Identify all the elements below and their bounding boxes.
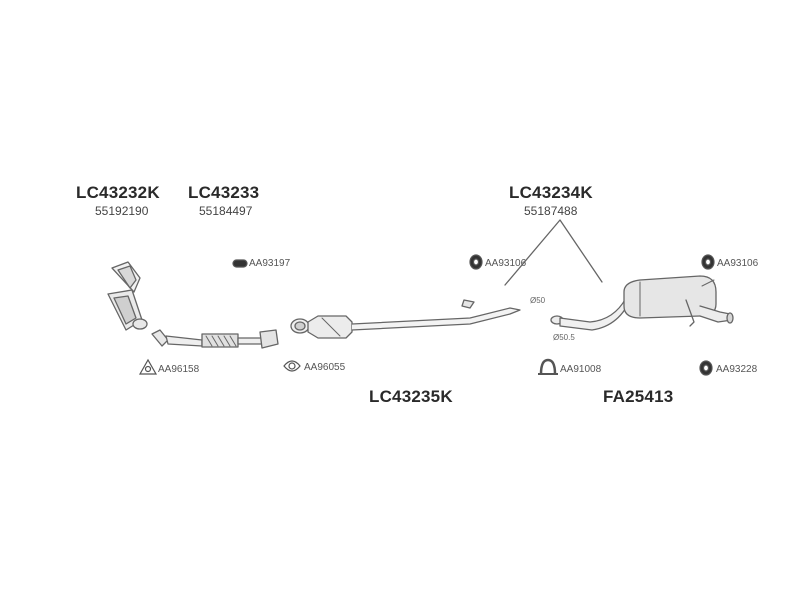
front-pipe-shape	[151, 329, 279, 349]
center-pipe-shape	[290, 299, 521, 339]
clamp-icon	[538, 358, 558, 375]
part-number-1: LC43232K	[76, 183, 160, 202]
part-number-5: FA25413	[603, 387, 674, 406]
part-number-2: LC43233	[188, 183, 260, 202]
callout-lines	[504, 219, 603, 286]
hanger-icon-2	[701, 254, 715, 270]
accessory-label-2: AA93106	[485, 258, 527, 269]
gasket-hole	[144, 365, 152, 373]
part-number-4: LC43235K	[369, 387, 453, 406]
part-number-3: LC43234K	[509, 183, 593, 202]
manifold-catalyst-shape	[107, 261, 148, 331]
accessory-label-7: AA93228	[716, 364, 758, 375]
hanger-icon-1	[469, 254, 483, 270]
rubber-mount-icon	[232, 259, 248, 268]
rear-muffler-shape	[550, 275, 734, 331]
oe-number-2: 55184497	[199, 204, 253, 218]
diameter-label-2: Ø50.5	[553, 333, 575, 342]
accessory-label-6: AA91008	[560, 364, 602, 375]
gasket-hole	[288, 362, 296, 370]
accessory-label-4: AA96158	[158, 364, 200, 375]
accessory-label-5: AA96055	[304, 362, 346, 373]
accessory-label-3: AA93106	[717, 258, 759, 269]
hanger-icon-3	[699, 360, 713, 376]
diameter-label-1: Ø50	[530, 296, 546, 305]
oe-number-1: 55192190	[95, 204, 149, 218]
oe-number-3: 55187488	[524, 204, 578, 218]
accessory-label-1: AA93197	[249, 258, 291, 269]
